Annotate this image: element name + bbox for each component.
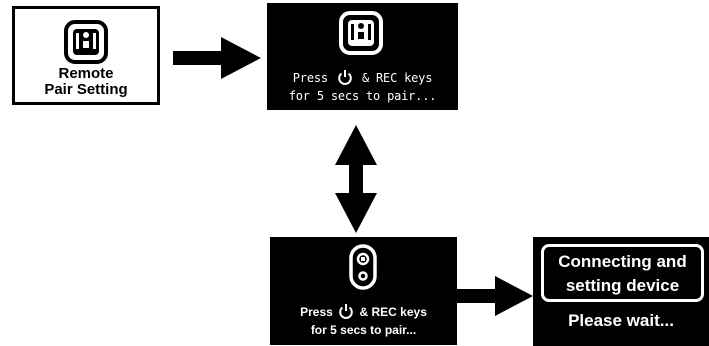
remote-pair-setting-panel: Remote Pair Setting [12,6,160,105]
please-wait-text: Please wait... [568,311,674,330]
step2-line1: Press & REC keys [292,70,433,85]
remote-single-icon [349,244,377,290]
arrow-updown-icon [335,125,377,233]
power-icon [338,70,352,85]
pairing-instruction-screen-1: Press & REC keys for 5 secs to pair... [267,3,458,110]
step3-line1: Press & REC keys [300,304,427,319]
connecting-line1: Connecting and [558,252,687,271]
connecting-screen [533,237,709,346]
step2-line2: for 5 secs to pair... [288,89,437,103]
pairing-instruction-screen-2: Press & REC keys for 5 secs to pair... [270,237,457,345]
remote-device-icon [339,11,383,55]
step1-label-line1: Remote [58,65,114,82]
connecting-message-box: Connecting and setting device [541,244,704,302]
remote-device-icon [64,20,108,64]
arrow-right-icon [455,276,533,316]
arrow-right-icon [173,37,261,79]
power-icon [339,304,353,319]
connecting-line2: setting device [565,276,680,295]
step3-line2: for 5 secs to pair... [310,323,417,337]
step1-label-line2: Pair Setting [44,81,128,98]
